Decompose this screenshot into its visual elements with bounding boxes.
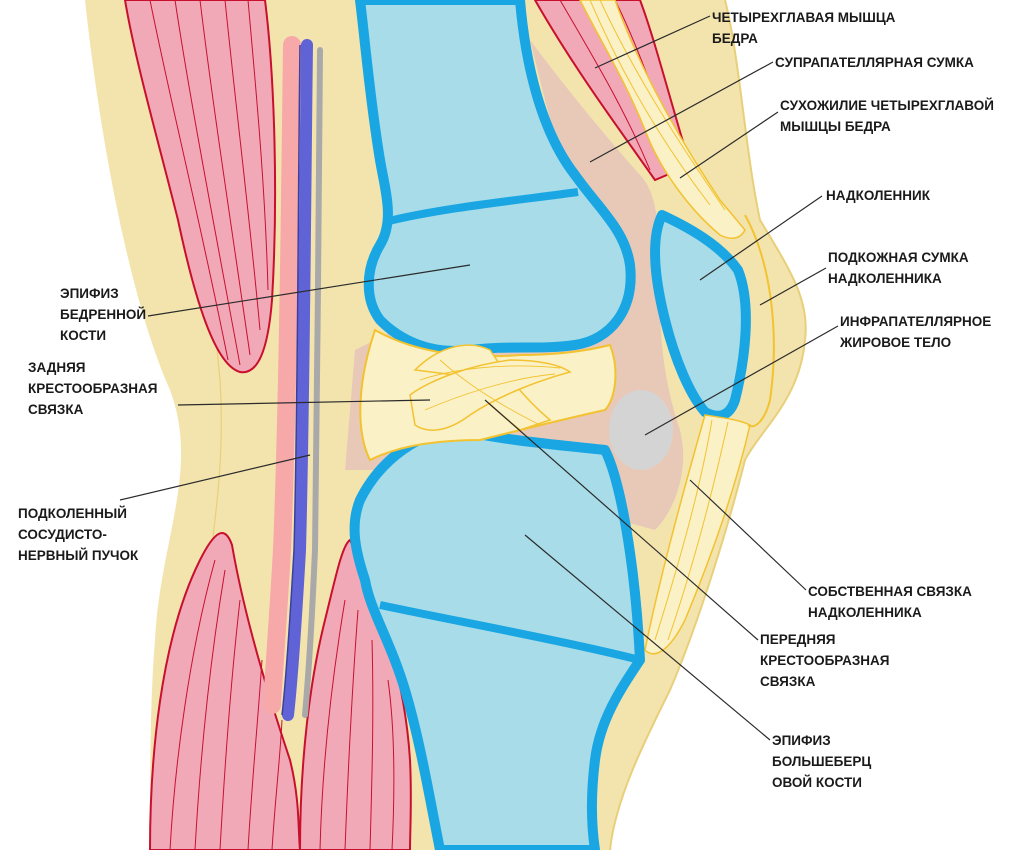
label-line: СОСУДИСТО- <box>18 527 107 542</box>
label-line: ПЕРЕДНЯЯ <box>760 632 836 647</box>
label-line: ЭПИФИЗ <box>60 286 119 301</box>
label-line: ЖИРОВОЕ ТЕЛО <box>839 335 951 350</box>
label-line: ОВОЙ КОСТИ <box>772 775 862 790</box>
label-line: ПОДКОЛЕННЫЙ <box>18 506 127 521</box>
label-line: НЕРВНЫЙ ПУЧОК <box>18 548 139 563</box>
leader-line-tibia-epiphysis <box>524 534 771 741</box>
label-line: ИНФРАПАТЕЛЛЯРНОЕ <box>840 314 991 329</box>
label-line: СОБСТВЕННАЯ СВЯЗКА <box>808 584 972 599</box>
label-line: СВЯЗКА <box>760 674 816 689</box>
leader-lines <box>119 15 839 741</box>
label-line: НАДКОЛЕННИКА <box>808 605 922 620</box>
gastrocnemius-right-fibers <box>319 599 395 850</box>
label-line: ЭПИФИЗ <box>772 733 831 748</box>
leg-skin-edge <box>609 0 807 850</box>
label-patellar-ligament: СОБСТВЕННАЯ СВЯЗКА НАДКОЛЕННИКА <box>808 584 972 620</box>
label-line: СУПРАПАТЕЛЛЯРНАЯ СУМКА <box>775 55 974 70</box>
label-line: БОЛЬШЕБЕРЦ <box>772 754 871 769</box>
patella-bone <box>650 210 751 421</box>
patellar-ligament-fibers <box>654 419 729 641</box>
label-prepatellar: ПОДКОЖНАЯ СУМКА НАДКОЛЕННИКА <box>828 250 969 286</box>
popliteal-artery <box>263 36 301 714</box>
tibia-growth-plate <box>379 601 641 664</box>
label-patella: НАДКОЛЕННИК <box>826 188 931 203</box>
quadriceps-tendon-fibers <box>589 0 726 211</box>
leader-line-femur-epiphysis <box>147 264 471 317</box>
label-quad-tendon: СУХОЖИЛИЕ ЧЕТЫРЕХГЛАВОЙ МЫШЦЫ БЕДРА <box>780 98 994 134</box>
leader-line-infrapatellar <box>644 325 839 436</box>
label-line: КРЕСТООБРАЗНАЯ <box>28 381 158 396</box>
label-line: НАДКОЛЕННИКА <box>828 271 942 286</box>
label-anterior-cruciate: ПЕРЕДНЯЯ КРЕСТООБРАЗНАЯ СВЯЗКА <box>760 632 890 689</box>
infrapatellar-fat-body <box>609 390 673 470</box>
label-femur-epiphysis: ЭПИФИЗ БЕДРЕННОЙ КОСТИ <box>60 286 146 343</box>
leader-line-popliteal-bundle <box>119 454 311 501</box>
label-posterior-cruciate: ЗАДНЯЯ КРЕСТООБРАЗНАЯ СВЯЗКА <box>28 360 158 417</box>
gastrocnemius-left-fibers <box>169 559 283 850</box>
label-quadriceps: ЧЕТЫРЕХГЛАВАЯ МЫШЦА БЕДРА <box>712 10 896 46</box>
label-line: КРЕСТООБРАЗНАЯ <box>760 653 890 668</box>
label-infrapatellar: ИНФРАПАТЕЛЛЯРНОЕ ЖИРОВОЕ ТЕЛО <box>839 314 991 350</box>
hamstring-muscle <box>123 0 277 374</box>
leader-line-quad-tendon <box>679 111 779 179</box>
bundle-outline <box>281 44 301 716</box>
gastrocnemius-muscle-left <box>148 532 302 850</box>
prepatellar-bursa <box>744 214 775 428</box>
leader-line-suprapatellar <box>589 61 774 163</box>
leader-line-quadriceps <box>594 15 711 69</box>
label-line: ЧЕТЫРЕХГЛАВАЯ МЫШЦА <box>712 10 896 25</box>
label-suprapatellar: СУПРАПАТЕЛЛЯРНАЯ СУМКА <box>775 55 974 70</box>
label-tibia-epiphysis: ЭПИФИЗ БОЛЬШЕБЕРЦ ОВОЙ КОСТИ <box>772 733 871 790</box>
popliteal-vein <box>282 39 313 721</box>
label-line: КОСТИ <box>60 328 106 343</box>
label-line: БЕДРА <box>712 31 758 46</box>
popliteal-neurovascular-bundle <box>263 36 323 721</box>
label-line: ЗАДНЯЯ <box>28 360 85 375</box>
label-line: БЕДРЕННОЙ <box>60 307 146 322</box>
tibia-bone <box>349 425 645 850</box>
femur-growth-plate <box>384 188 579 226</box>
leader-line-prepatellar <box>759 267 827 306</box>
labels: ЧЕТЫРЕХГЛАВАЯ МЫШЦА БЕДРА СУПРАПАТЕЛЛЯРНАЯ… <box>18 10 994 790</box>
leader-line-patella <box>699 195 823 281</box>
label-line: СВЯЗКА <box>28 402 84 417</box>
leader-line-anterior-cruciate <box>484 399 759 641</box>
cruciate-ligaments <box>409 344 572 431</box>
label-line: СУХОЖИЛИЕ ЧЕТЫРЕХГЛАВОЙ <box>780 98 994 113</box>
label-popliteal-bundle: ПОДКОЛЕННЫЙ СОСУДИСТО- НЕРВНЫЙ ПУЧОК <box>18 506 139 563</box>
tibial-nerve <box>302 47 323 718</box>
label-line: НАДКОЛЕННИК <box>826 188 931 203</box>
label-line: ПОДКОЖНАЯ СУМКА <box>828 250 969 265</box>
gastrocnemius-muscle-right <box>298 538 412 850</box>
leader-line-posterior-cruciate <box>177 399 431 406</box>
label-line: МЫШЦЫ БЕДРА <box>780 119 891 134</box>
leader-line-patellar-ligament <box>689 479 807 591</box>
